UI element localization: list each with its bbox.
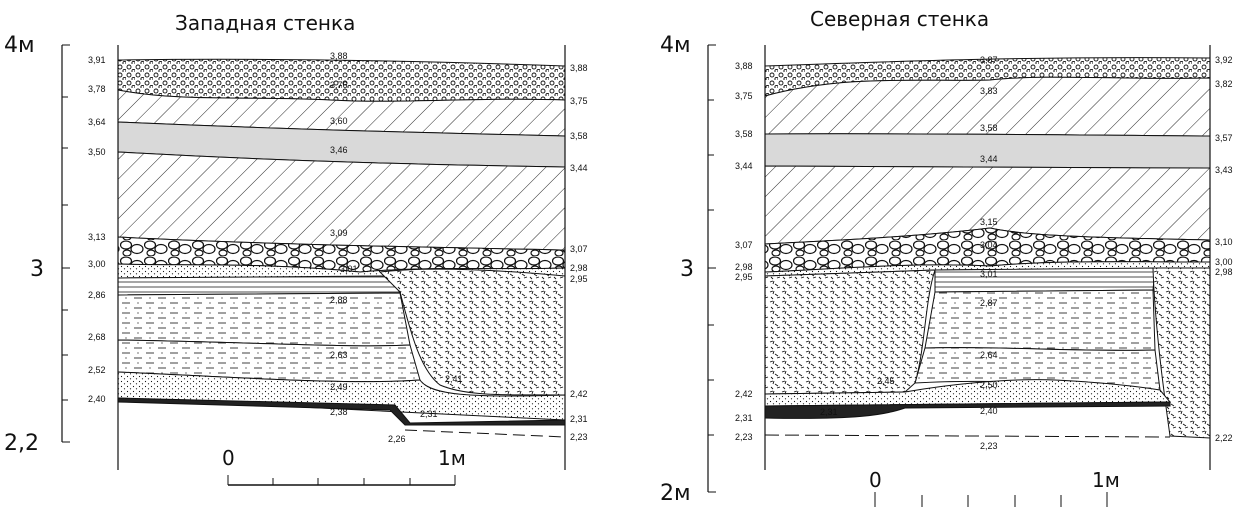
west-scale-ruler: 0 1м (222, 446, 466, 486)
west-extra-mark: 2,31 (420, 409, 438, 419)
west-center-mark: 2,38 (330, 407, 348, 417)
north-center-mark: 2,23 (980, 441, 998, 451)
west-scale-mid: 3 (30, 257, 44, 282)
west-right-mark: 2,23 (570, 432, 588, 442)
north-center-mark: 2,40 (980, 406, 998, 416)
north-left-mark: 3,88 (735, 61, 753, 71)
north-scale-bottom: 2м (660, 481, 691, 506)
west-right-mark: 3,07 (570, 244, 588, 254)
north-ruler-one: 1м (1092, 468, 1120, 492)
west-right-mark: 3,75 (570, 96, 588, 106)
west-left-mark: 2,86 (88, 290, 106, 300)
west-wall-panel: Западная стенка 4м 3 2,2 3,91 (0, 0, 625, 507)
west-extra-mark: 2,26 (388, 434, 406, 444)
north-extra-mark: 2,45 (877, 376, 895, 386)
west-right-mark: 2,98 (570, 263, 588, 273)
north-right-mark: 3,92 (1215, 55, 1233, 65)
west-right-mark: 3,88 (570, 63, 588, 73)
west-vertical-scale: 4м 3 2,2 (4, 33, 70, 456)
west-wall-drawing: Западная стенка 4м 3 2,2 3,91 (4, 11, 588, 486)
west-center-mark: 3,88 (330, 51, 348, 61)
west-right-mark: 2,95 (570, 274, 588, 284)
west-right-mark: 3,58 (570, 131, 588, 141)
west-scale-top: 4м (4, 33, 35, 58)
west-right-mark: 2,31 (570, 414, 588, 424)
west-scale-bottom: 2,2 (4, 431, 39, 456)
west-center-mark: 3,01 (340, 264, 358, 274)
north-extra-mark: 2,31 (820, 407, 838, 417)
west-left-mark: 3,64 (88, 117, 106, 127)
west-extra-mark: 2,41 (445, 374, 463, 384)
west-center-mark: 3,46 (330, 145, 348, 155)
north-center-mark: 2,64 (980, 350, 998, 360)
west-left-mark: 3,00 (88, 259, 106, 269)
north-scale-mid: 3 (680, 257, 694, 282)
north-right-mark: 2,98 (1215, 267, 1233, 277)
west-center-mark: 2,49 (330, 382, 348, 392)
north-left-mark: 3,58 (735, 129, 753, 139)
north-center-mark: 3,44 (980, 154, 998, 164)
north-left-mark: 3,75 (735, 91, 753, 101)
north-vertical-scale: 4м 3 2м (660, 33, 716, 506)
west-ruler-zero: 0 (222, 446, 235, 470)
west-center-mark: 3,76 (330, 80, 348, 90)
west-strata (117, 58, 566, 438)
west-left-mark: 2,40 (88, 394, 106, 404)
north-left-mark: 2,95 (735, 272, 753, 282)
north-right-mark: 3,10 (1215, 237, 1233, 247)
north-center-mark: 3,58 (980, 123, 998, 133)
north-title: Северная стенка (810, 7, 989, 31)
north-center-mark: 3,15 (980, 217, 998, 227)
west-left-mark: 3,13 (88, 232, 106, 242)
west-center-mark: 3,09 (330, 228, 348, 238)
north-center-mark: 3,83 (980, 86, 998, 96)
north-elevation-labels: 3,88 3,75 3,58 3,44 3,07 2,98 2,95 2,42 … (735, 55, 1233, 451)
west-left-mark: 2,52 (88, 365, 106, 375)
west-center-mark: 3,60 (330, 116, 348, 126)
north-center-mark: 3,01 (980, 269, 998, 279)
north-right-mark: 3,82 (1215, 79, 1233, 89)
north-ruler-zero: 0 (869, 468, 882, 492)
north-left-mark: 3,44 (735, 161, 753, 171)
north-center-mark: 3,04 (980, 240, 998, 250)
north-scale-top: 4м (660, 33, 691, 58)
north-center-mark: 3,87 (980, 55, 998, 65)
north-center-mark: 2,87 (980, 298, 998, 308)
north-left-mark: 2,98 (735, 262, 753, 272)
west-elevation-labels: 3,91 3,78 3,64 3,50 3,13 3,00 2,86 2,68 … (88, 51, 588, 444)
west-center-mark: 2,63 (330, 350, 348, 360)
west-center-mark: 2,88 (330, 295, 348, 305)
west-left-mark: 2,68 (88, 332, 106, 342)
west-right-mark: 2,42 (570, 389, 588, 399)
north-wall-drawing: Северная стенка 4м 3 2м 3,88 3,75 (660, 7, 1233, 507)
north-center-mark: 2,50 (980, 380, 998, 390)
north-right-mark: 2,22 (1215, 433, 1233, 443)
north-left-mark: 2,31 (735, 413, 753, 423)
north-strata (764, 57, 1211, 439)
west-left-mark: 3,78 (88, 84, 106, 94)
north-right-mark: 3,57 (1215, 133, 1233, 143)
north-right-mark: 3,43 (1215, 165, 1233, 175)
north-scale-ruler: 0 1м (869, 468, 1120, 507)
west-left-mark: 3,50 (88, 147, 106, 157)
west-ruler-one: 1м (438, 446, 466, 470)
north-left-mark: 2,42 (735, 389, 753, 399)
north-right-mark: 3,00 (1215, 257, 1233, 267)
north-left-mark: 3,07 (735, 240, 753, 250)
north-wall-panel: Северная стенка 4м 3 2м 3,88 3,75 (625, 0, 1251, 507)
west-right-mark: 3,44 (570, 163, 588, 173)
north-left-mark: 2,23 (735, 432, 753, 442)
west-left-mark: 3,91 (88, 55, 106, 65)
west-title: Западная стенка (175, 11, 355, 35)
